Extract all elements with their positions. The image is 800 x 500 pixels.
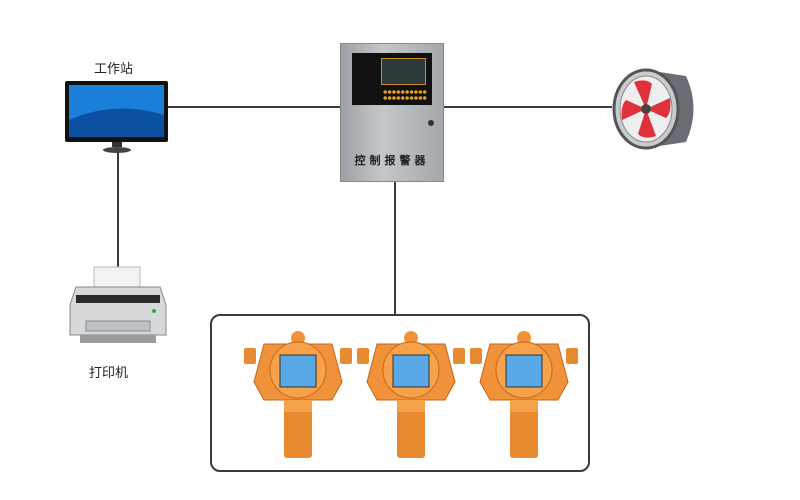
workstation-label: 工作站 — [94, 62, 134, 77]
monitor-icon — [65, 81, 168, 153]
printer-icon — [69, 266, 167, 343]
controller-panel-text: 控制报警器 — [354, 154, 430, 167]
exhaust-fan-icon — [612, 68, 694, 150]
link-controller-fan — [440, 106, 612, 108]
link-workstation-printer — [117, 150, 119, 268]
gas-detector-3 — [470, 330, 579, 459]
gas-detector-group — [210, 314, 590, 472]
controller-indicator-lights — [383, 89, 427, 101]
link-controller-detectors — [394, 180, 396, 315]
gas-detector-1 — [244, 330, 353, 459]
gas-detector-2 — [357, 330, 466, 459]
controller-lcd — [381, 58, 426, 85]
alarm-controller: 控制报警器 — [340, 43, 444, 182]
lock-icon — [428, 120, 434, 126]
link-workstation-controller — [166, 106, 342, 108]
printer-label: 打印机 — [89, 366, 129, 381]
